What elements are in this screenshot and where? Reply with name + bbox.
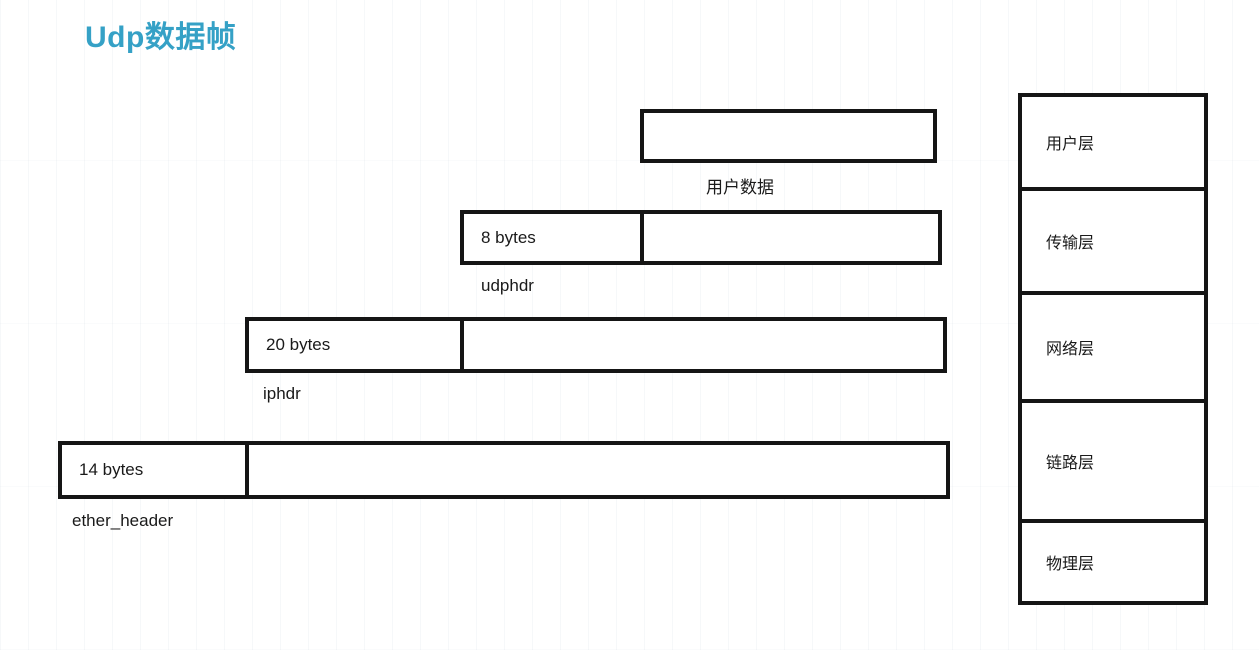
ip-header-caption: iphdr [263, 384, 301, 403]
ip-header-size-label: 20 bytes [266, 335, 331, 354]
layer-cell-network: 网络层 [1022, 291, 1204, 399]
layer-cell-link: 链路层 [1022, 399, 1204, 519]
ethernet-header-cell: 14 bytes [62, 445, 249, 495]
ip-frame-box: 20 bytes [245, 317, 947, 373]
ethernet-header-caption: ether_header [72, 511, 174, 530]
ethernet-frame-box: 14 bytes [58, 441, 950, 499]
udp-header-caption: udphdr [481, 276, 534, 295]
layer-label-user: 用户层 [1046, 136, 1095, 153]
ip-header-cell: 20 bytes [249, 321, 464, 369]
layer-cell-user: 用户层 [1022, 97, 1204, 187]
page-title: Udp数据帧 [85, 21, 237, 54]
layer-cell-transport: 传输层 [1022, 187, 1204, 291]
layer-label-transport: 传输层 [1046, 235, 1095, 252]
udp-header-size-label: 8 bytes [481, 227, 536, 247]
protocol-layer-stack: 用户层 传输层 网络层 链路层 物理层 [1018, 93, 1208, 605]
ethernet-header-size-label: 14 bytes [79, 460, 144, 479]
user-data-caption: 用户数据 [706, 178, 774, 197]
udp-header-cell: 8 bytes [464, 214, 644, 261]
layer-label-link: 链路层 [1046, 455, 1095, 472]
layer-label-network: 网络层 [1046, 341, 1095, 358]
udp-frame-box: 8 bytes [460, 210, 942, 265]
user-data-box [640, 109, 937, 163]
layer-label-physical: 物理层 [1046, 556, 1095, 573]
layer-cell-physical: 物理层 [1022, 519, 1204, 601]
